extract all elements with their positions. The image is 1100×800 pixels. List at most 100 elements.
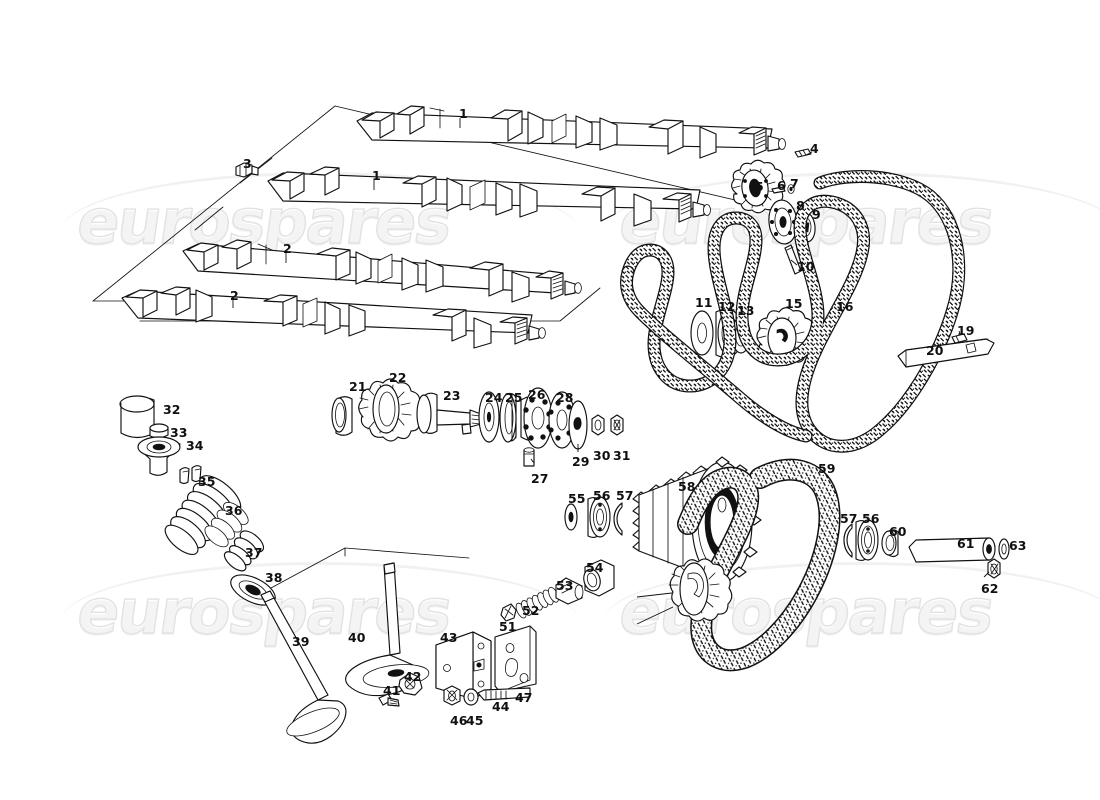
part-4-pin xyxy=(794,148,812,158)
part-37-inner-spring xyxy=(223,530,265,572)
part-19-pin xyxy=(951,333,968,344)
callout-23: 23 xyxy=(443,388,461,403)
callout-45: 45 xyxy=(466,713,484,728)
part-8-flange xyxy=(768,199,798,245)
callout-38: 38 xyxy=(265,570,283,585)
callout-63: 63 xyxy=(1009,538,1027,553)
callout-26: 26 xyxy=(528,387,546,402)
leader-lines xyxy=(232,118,990,578)
part-10-dowel xyxy=(784,244,802,275)
part-29-disc xyxy=(568,400,588,450)
part-31-nut xyxy=(610,414,624,436)
callout-51: 51 xyxy=(499,619,517,634)
part-47-mounting-plate xyxy=(494,625,537,693)
callout-62: 62 xyxy=(981,581,999,596)
part-33-shim xyxy=(149,423,169,439)
callout-7: 7 xyxy=(790,176,799,191)
part-3-bolt xyxy=(235,162,259,178)
callout-43: 43 xyxy=(440,630,458,645)
part-16-timing-chain xyxy=(620,169,966,453)
callout-57: 57 xyxy=(616,488,634,503)
part-59-chain xyxy=(677,458,841,672)
camshaft-1-top xyxy=(356,105,786,159)
part-51-cap xyxy=(500,603,517,622)
part-25-spacer-stack xyxy=(499,392,517,443)
callout-32: 32 xyxy=(163,402,181,417)
callout-46: 46 xyxy=(450,713,468,728)
part-45-washer xyxy=(463,688,479,706)
part-11-washer xyxy=(690,310,714,356)
callout-53: 53 xyxy=(556,578,574,593)
callout-56: 56 xyxy=(862,511,880,526)
part-30-nut xyxy=(591,414,605,436)
callout-39: 39 xyxy=(292,634,310,649)
callout-6: 6 xyxy=(777,178,786,193)
part-27-dowel xyxy=(523,447,535,467)
callout-19: 19 xyxy=(957,323,975,338)
part-24-washer xyxy=(478,391,500,443)
part-34-retainer xyxy=(137,436,181,476)
callout-37: 37 xyxy=(245,545,263,560)
callout-61: 61 xyxy=(957,536,975,551)
lower-idler-sprocket xyxy=(636,558,733,625)
camshaft-1-second xyxy=(267,166,711,227)
part-53-plunger xyxy=(555,577,584,605)
part-57-circlip xyxy=(613,502,623,536)
callout-3: 3 xyxy=(243,156,252,171)
callout-59: 59 xyxy=(818,461,836,476)
callout-21: 21 xyxy=(349,379,367,394)
part-26-flange xyxy=(520,387,553,449)
callout-54: 54 xyxy=(586,560,604,575)
part-5-sprocket xyxy=(731,159,786,214)
callout-5: 5 xyxy=(755,179,764,194)
part-32-tappet xyxy=(119,395,155,439)
part-61-shaft xyxy=(908,537,996,563)
callout-56: 56 xyxy=(593,488,611,503)
callout-28: 28 xyxy=(556,390,574,405)
callout-16: 16 xyxy=(836,299,854,314)
callout-36: 36 xyxy=(225,503,243,518)
callout-41: 41 xyxy=(383,683,401,698)
part-60-collar xyxy=(881,529,899,558)
callout-8: 8 xyxy=(796,198,805,213)
callout-58: 58 xyxy=(678,479,696,494)
part-56-bearing xyxy=(587,496,611,539)
callout-27: 27 xyxy=(531,471,549,486)
callout-55: 55 xyxy=(568,491,586,506)
callout-34: 34 xyxy=(186,438,204,453)
callout-44: 44 xyxy=(492,699,510,714)
callout-33: 33 xyxy=(170,425,188,440)
part-36-valve-spring xyxy=(164,475,249,555)
callout-47: 47 xyxy=(515,690,533,705)
callout-1: 1 xyxy=(372,168,381,183)
callout-25: 25 xyxy=(505,390,523,405)
part-20-guide-rail xyxy=(897,338,995,368)
camshaft-2-fourth xyxy=(121,286,546,349)
part-44-bolt xyxy=(477,687,531,701)
part-41-screw xyxy=(378,693,400,707)
part-39-valve xyxy=(260,590,347,744)
part-6-pin xyxy=(771,186,786,194)
callout-2: 2 xyxy=(230,288,239,303)
callout-20: 20 xyxy=(926,343,944,358)
part-23-drive-shaft xyxy=(416,392,482,435)
part-57-circlip-right xyxy=(843,523,853,558)
callout-15: 15 xyxy=(785,296,803,311)
part-22-sprocket xyxy=(358,378,424,442)
part-63-washer xyxy=(998,538,1010,560)
part-42-retaining-clip xyxy=(398,672,423,696)
callout-13: 13 xyxy=(737,303,755,318)
callout-52: 52 xyxy=(522,603,540,618)
part-56-bearing-right xyxy=(855,519,879,562)
callout-31: 31 xyxy=(613,448,631,463)
valve-guide-lines xyxy=(270,547,470,589)
callout-57: 57 xyxy=(840,511,858,526)
callout-60: 60 xyxy=(889,524,907,539)
part-62-nut xyxy=(987,558,1001,579)
callout-9: 9 xyxy=(812,207,821,222)
part-7-washer xyxy=(787,184,795,194)
callout-1: 1 xyxy=(459,106,468,121)
part-54-sleeve xyxy=(583,559,615,597)
